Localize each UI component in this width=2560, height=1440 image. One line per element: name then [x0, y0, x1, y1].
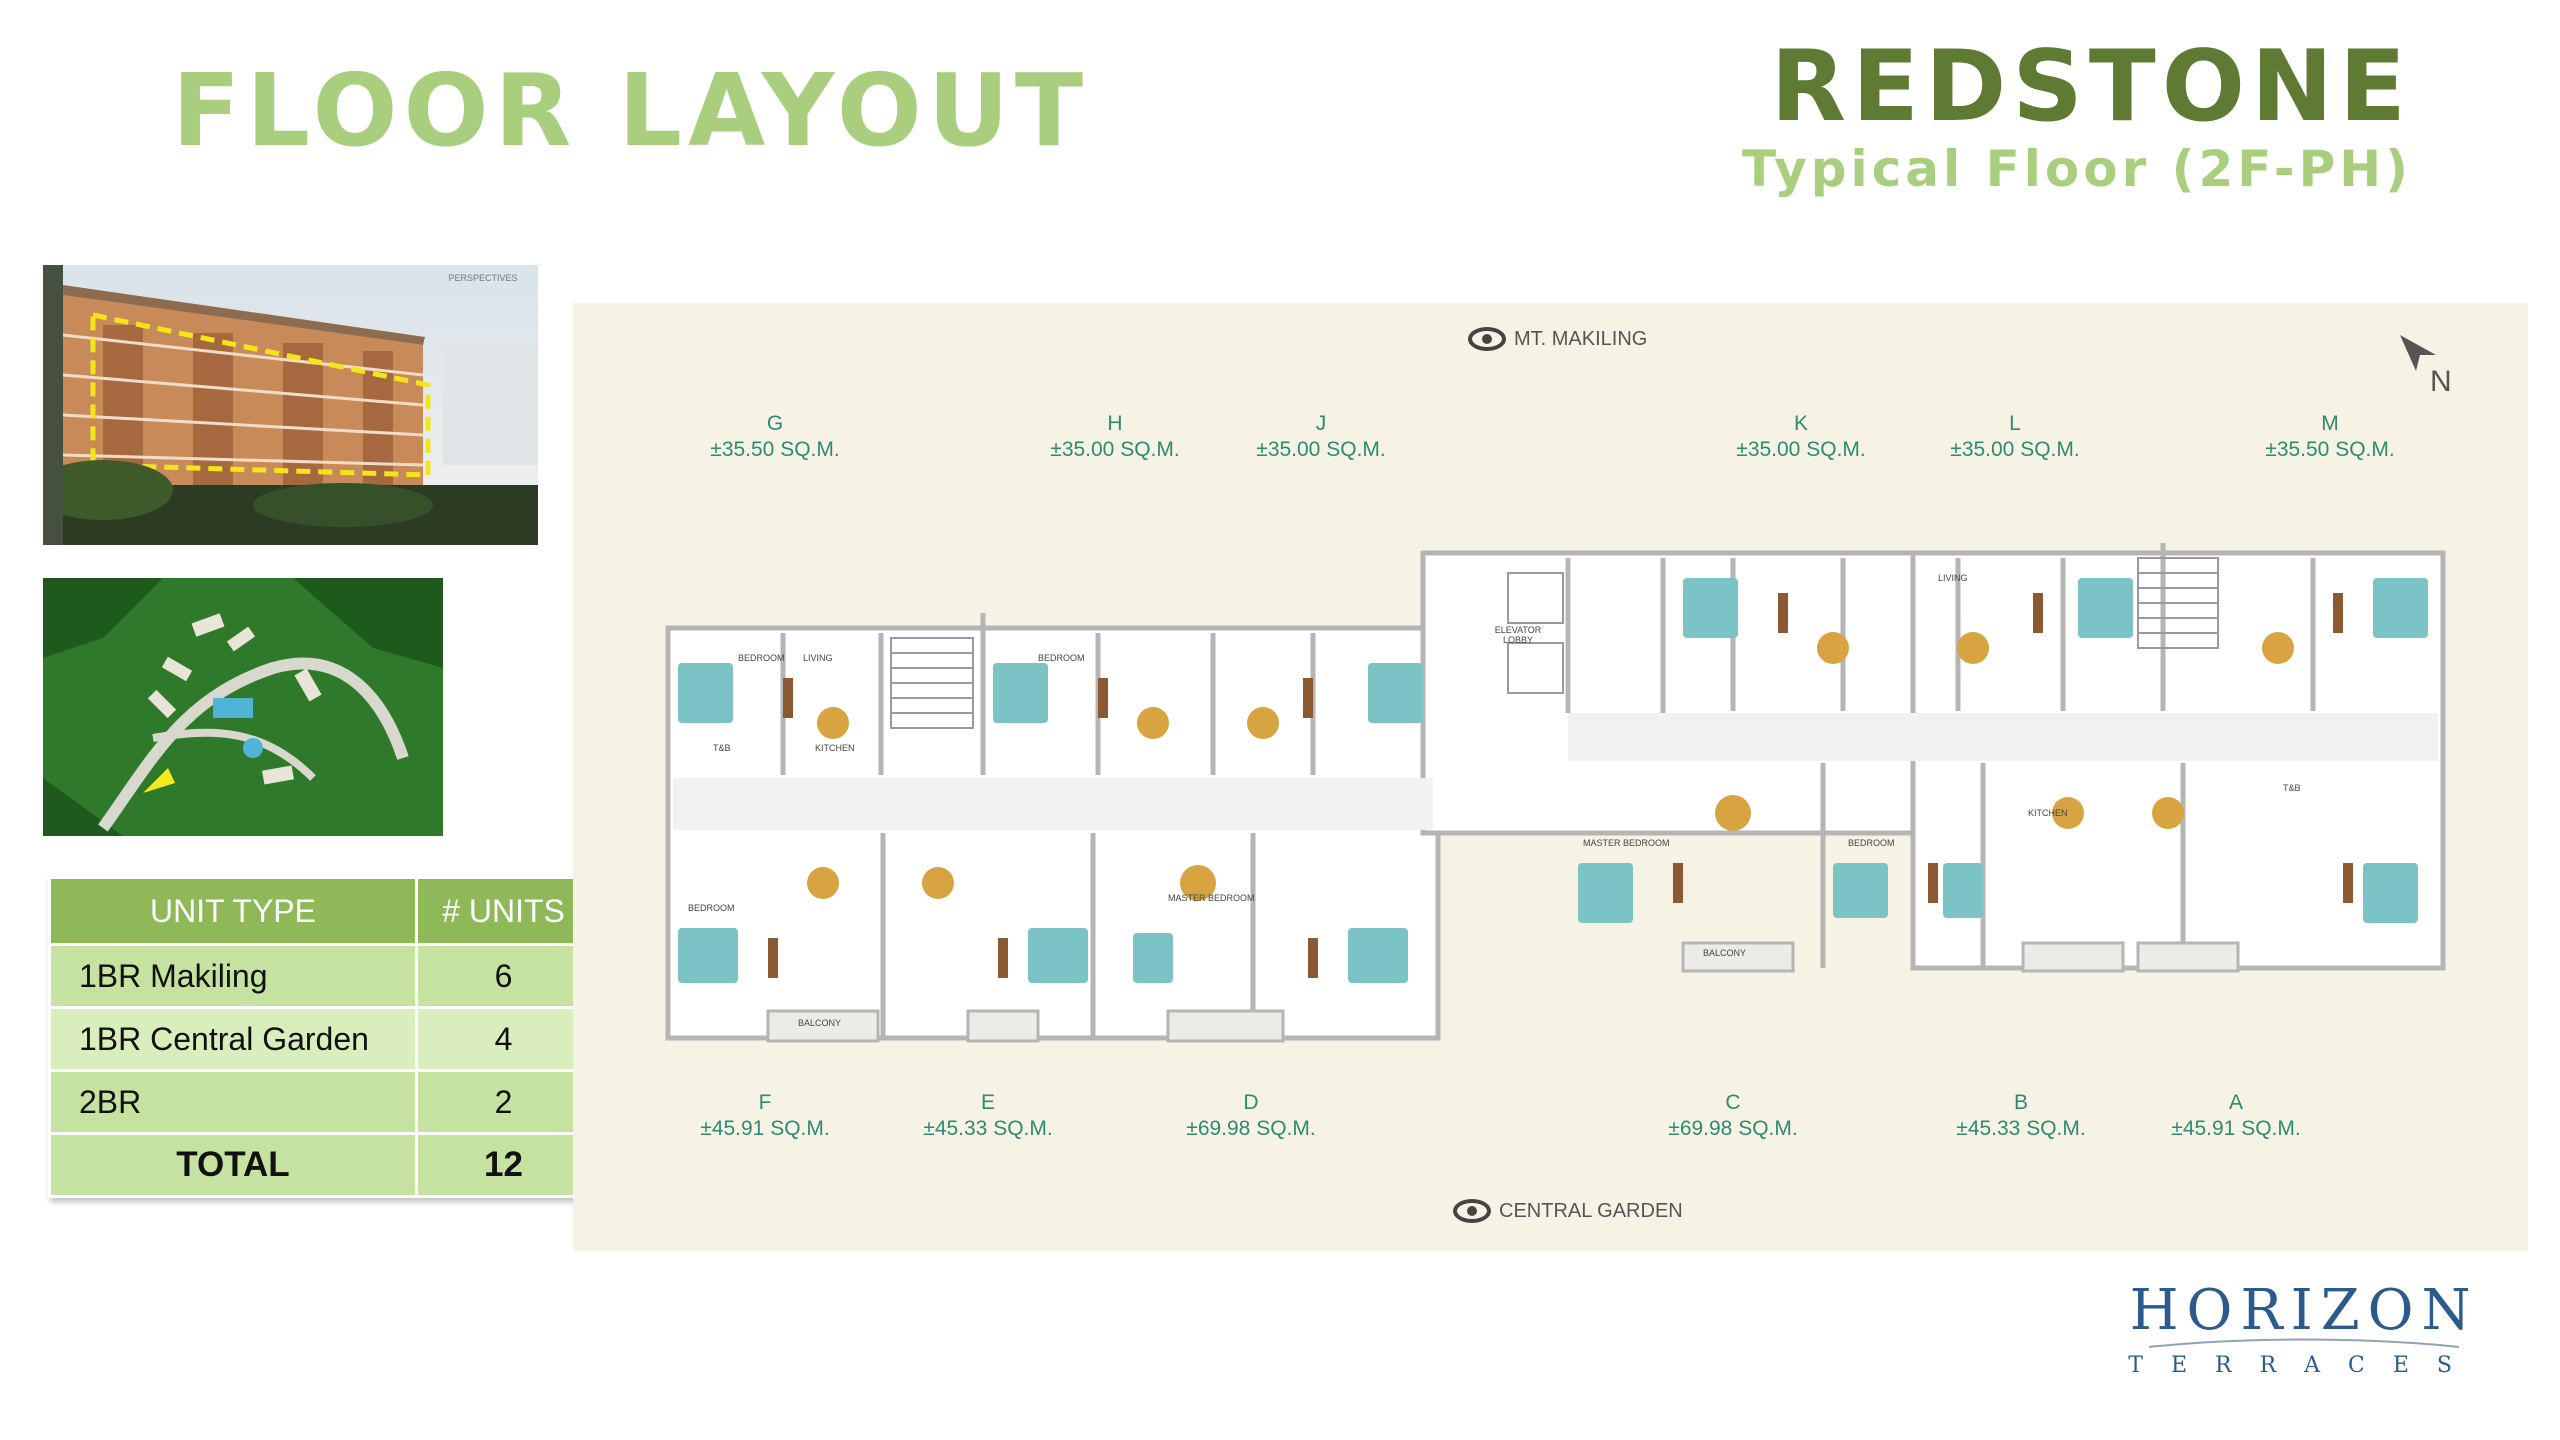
- floor-subtitle: Typical Floor (2F-PH): [1741, 140, 2412, 198]
- room-label: BEDROOM: [688, 903, 735, 913]
- total-count-cell: 12: [415, 1132, 592, 1198]
- site-map-image: [43, 578, 443, 836]
- unit-label-bottom: A ±45.91 SQ.M.: [2171, 1090, 2300, 1142]
- building-footprint: [665, 543, 2446, 1043]
- unit-label-bottom: B ±45.33 SQ.M.: [1956, 1090, 2085, 1142]
- unit-type-cell: 1BR Makiling: [48, 943, 418, 1009]
- table-row: 2BR 2: [48, 1069, 592, 1135]
- compass: N: [2398, 333, 2458, 403]
- north-arrow-icon: [2400, 335, 2436, 371]
- room-label: BALCONY: [798, 1018, 842, 1028]
- unit-label-bottom: D ±69.98 SQ.M.: [1186, 1090, 1315, 1142]
- unit-area: ±45.33 SQ.M.: [923, 1117, 1053, 1140]
- unit-letter: L: [2009, 412, 2021, 435]
- building-perspective-image: PERSPECTIVES: [43, 265, 538, 545]
- unit-area: ±35.50 SQ.M.: [2265, 438, 2395, 461]
- room-label: BALCONY: [1703, 948, 1747, 958]
- building-name: REDSTONE: [1770, 30, 2412, 144]
- table-header-row: UNIT TYPE # UNITS: [48, 876, 592, 946]
- unit-letter: K: [1793, 412, 1809, 435]
- floor-plan: MT. MAKILING CENTRAL GARDEN N G ±35.50 S…: [573, 303, 2528, 1251]
- unit-label-top: G ±35.50 SQ.M.: [710, 411, 839, 463]
- logo-sub-text: TERRACES: [2128, 1353, 2480, 1378]
- unit-area: ±35.00 SQ.M.: [1736, 438, 1866, 461]
- total-label-cell: TOTAL: [48, 1132, 418, 1198]
- table-row: 1BR Central Garden 4: [48, 1006, 592, 1072]
- logo-main-text: HORIZON: [2129, 1278, 2479, 1343]
- photo-tag: PERSPECTIVES: [448, 273, 517, 283]
- room-label: MASTER BEDROOM: [1583, 838, 1670, 848]
- unit-area: ±69.98 SQ.M.: [1668, 1117, 1798, 1140]
- unit-count-cell: 6: [415, 943, 592, 1009]
- unit-letter: D: [1243, 1091, 1259, 1114]
- room-label: BEDROOM: [1038, 653, 1085, 663]
- unit-area: ±35.50 SQ.M.: [710, 438, 840, 461]
- unit-label-top: M ±35.50 SQ.M.: [2265, 411, 2394, 463]
- room-label: T&B: [2283, 783, 2301, 793]
- elevator-lobby-label: ELEVATOR LOBBY: [1494, 625, 1542, 645]
- unit-letter: G: [766, 412, 784, 435]
- unit-label-bottom: F ±45.91 SQ.M.: [700, 1090, 829, 1142]
- unit-label-top: J ±35.00 SQ.M.: [1256, 411, 1385, 463]
- unit-letter: M: [2321, 412, 2339, 435]
- eye-icon: [1453, 1199, 1491, 1223]
- unit-area: ±35.00 SQ.M.: [1950, 438, 2080, 461]
- south-view-label: CENTRAL GARDEN: [1499, 1199, 1683, 1222]
- unit-label-top: L ±35.00 SQ.M.: [1950, 411, 2079, 463]
- unit-letter: B: [2013, 1091, 2029, 1114]
- unit-letter: J: [1315, 412, 1327, 435]
- unit-letter: C: [1725, 1091, 1741, 1114]
- eye-icon: [1468, 327, 1506, 351]
- unit-type-cell: 2BR: [48, 1069, 418, 1135]
- room-label: LIVING: [803, 653, 833, 663]
- compass-label: N: [2430, 365, 2452, 398]
- south-view-indicator: CENTRAL GARDEN: [1453, 1199, 1683, 1223]
- unit-letter: F: [758, 1091, 772, 1114]
- table-total-row: TOTAL 12: [48, 1132, 592, 1198]
- room-label: T&B: [713, 743, 731, 753]
- room-label: MASTER BEDROOM: [1168, 893, 1255, 903]
- unit-label-top: K ±35.00 SQ.M.: [1736, 411, 1865, 463]
- column-header-units: # UNITS: [415, 876, 592, 946]
- column-header-unit-type: UNIT TYPE: [48, 876, 418, 946]
- unit-area: ±35.00 SQ.M.: [1256, 438, 1386, 461]
- unit-count-cell: 2: [415, 1069, 592, 1135]
- room-label: LIVING: [1938, 573, 1968, 583]
- unit-letter: A: [2228, 1091, 2244, 1114]
- unit-area: ±35.00 SQ.M.: [1050, 438, 1180, 461]
- room-label: KITCHEN: [815, 743, 855, 753]
- unit-label-top: H ±35.00 SQ.M.: [1050, 411, 1179, 463]
- unit-area: ±45.91 SQ.M.: [2171, 1117, 2301, 1140]
- page-title: FLOOR LAYOUT: [172, 52, 1090, 169]
- table-row: 1BR Makiling 6: [48, 943, 592, 1009]
- unit-type-table: UNIT TYPE # UNITS 1BR Makiling 6 1BR Cen…: [48, 876, 592, 1198]
- north-view-label: MT. MAKILING: [1514, 327, 1648, 350]
- horizon-terraces-logo: HORIZON TERRACES: [2128, 1278, 2480, 1378]
- unit-count-cell: 4: [415, 1006, 592, 1072]
- room-label: KITCHEN: [2028, 808, 2068, 818]
- unit-letter: H: [1107, 412, 1123, 435]
- unit-label-bottom: E ±45.33 SQ.M.: [923, 1090, 1052, 1142]
- unit-letter: E: [980, 1091, 996, 1114]
- unit-area: ±69.98 SQ.M.: [1186, 1117, 1316, 1140]
- unit-area: ±45.33 SQ.M.: [1956, 1117, 2086, 1140]
- north-view-indicator: MT. MAKILING: [1468, 327, 1647, 351]
- room-label: BEDROOM: [738, 653, 785, 663]
- logo-swoosh-icon: [2149, 1338, 2460, 1348]
- unit-label-bottom: C ±69.98 SQ.M.: [1668, 1090, 1797, 1142]
- unit-type-cell: 1BR Central Garden: [48, 1006, 418, 1072]
- room-label: BEDROOM: [1848, 838, 1895, 848]
- unit-area: ±45.91 SQ.M.: [700, 1117, 830, 1140]
